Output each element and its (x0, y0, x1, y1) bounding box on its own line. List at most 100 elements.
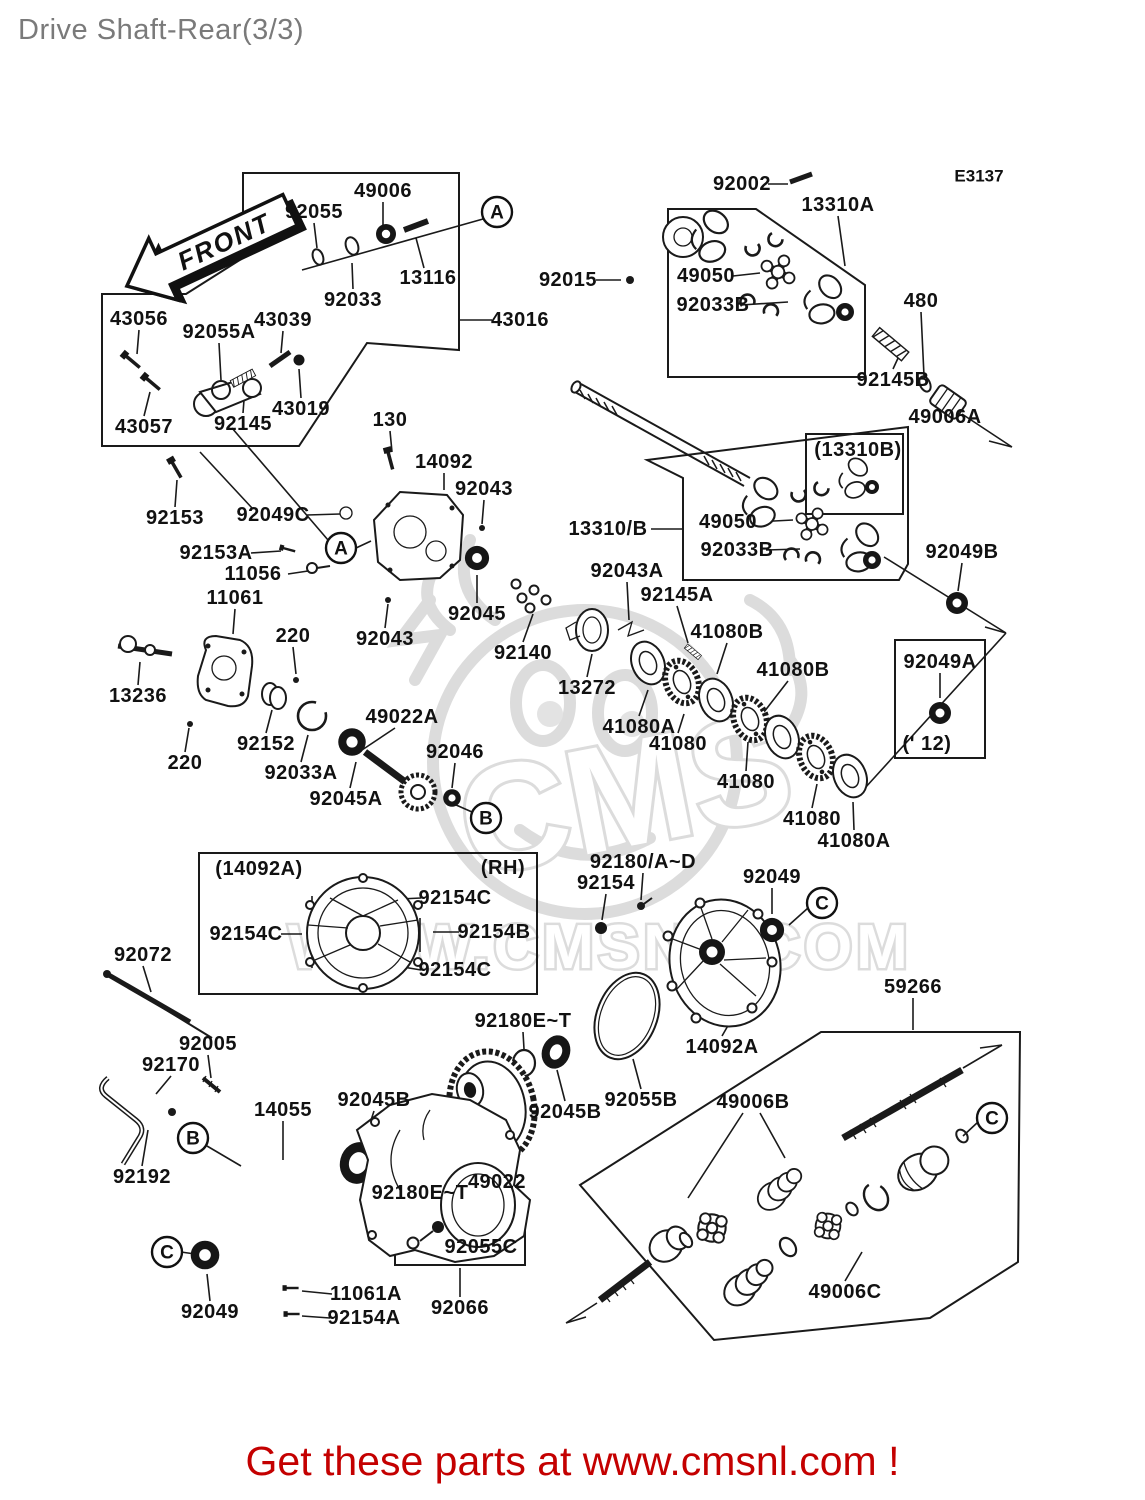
part-label-41080: 41080 (649, 733, 707, 755)
callout-marker-c: C (150, 1235, 184, 1269)
snap-ring-92033a (296, 700, 328, 732)
part-label-92033a: 92033A (264, 762, 337, 784)
part-label-92154c: 92154C (418, 959, 491, 981)
pin-220 (293, 677, 299, 683)
part-label-92066: 92066 (431, 1297, 489, 1319)
part-label-92043: 92043 (356, 628, 414, 650)
part-label-92140: 92140 (494, 642, 552, 664)
part-label-92005: 92005 (179, 1033, 237, 1055)
part-label-220: 220 (276, 625, 311, 647)
callout-marker-c: C (975, 1101, 1009, 1135)
screw-92153a (277, 543, 298, 556)
box-43016-group (101, 172, 460, 447)
part-label-92055a: 92055A (182, 321, 255, 343)
pin-220-b (187, 721, 193, 727)
part-label-13236: 13236 (109, 685, 167, 707)
bushing-92046 (443, 789, 461, 807)
part-number-labels: 49006920551311692033430169200213310A9201… (109, 173, 998, 1329)
rod-92072 (103, 970, 213, 1039)
part-label-92045: 92045 (448, 603, 506, 625)
part-label-41080a: 41080A (602, 716, 675, 738)
front-arrow-icon (124, 192, 300, 303)
part-label-11061: 11061 (206, 587, 263, 609)
box-13310a-group (667, 208, 866, 378)
part-label-92045a: 92045A (309, 788, 382, 810)
seal-92049b (946, 592, 968, 614)
part-label--13310b-: (13310B) (814, 439, 901, 461)
part-label-92045b: 92045B (337, 1089, 410, 1111)
page-title: Drive Shaft-Rear(3/3) (18, 14, 305, 46)
group-outline-boxes (101, 172, 1022, 1342)
box-59266-axle-kit (578, 1031, 1022, 1342)
part-label-92046: 92046 (426, 741, 484, 763)
part-label-92154c: 92154C (209, 923, 282, 945)
part-label-49006: 49006 (354, 180, 412, 202)
part-label-92145: 92145 (214, 413, 272, 435)
svg-text:C: C (985, 1109, 999, 1130)
part-label-43019: 43019 (272, 398, 330, 420)
part-label-92043: 92043 (455, 478, 513, 500)
part-label-43039: 43039 (254, 309, 312, 331)
part-label-13116: 13116 (399, 267, 456, 289)
part-label-49050: 49050 (677, 265, 735, 287)
breather-11056 (306, 562, 331, 574)
part-label-92049: 92049 (743, 866, 801, 888)
leader-lines (136, 183, 1013, 1324)
part-label-92153: 92153 (146, 507, 204, 529)
nut-92154 (595, 922, 607, 934)
box-92049a-variant (894, 639, 986, 759)
part-label-43057: 43057 (115, 416, 173, 438)
part-label-13310-b: 13310/B (568, 518, 647, 540)
gasket-92055b (593, 971, 661, 1061)
part-label-92045b: 92045B (528, 1101, 601, 1123)
box-14092a-cover (198, 852, 538, 995)
seal-92045b-upper (541, 1035, 571, 1069)
box-13310b-group (643, 425, 909, 581)
part-label-92033b: 92033B (700, 539, 773, 561)
part-label-92145a: 92145A (640, 584, 713, 606)
part-label-49022: 49022 (468, 1171, 526, 1193)
part-label-92002: 92002 (713, 173, 771, 195)
part-label-92055b: 92055B (604, 1089, 677, 1111)
footer-cta-link[interactable]: Get these parts at www.cmsnl.com ! (245, 1438, 900, 1484)
part-label-49022a: 49022A (365, 706, 438, 728)
part-label--12-: (' 12) (903, 733, 952, 755)
bushing-92152 (261, 682, 287, 710)
bolt-92154a (282, 1309, 301, 1319)
part-label-92072: 92072 (114, 944, 172, 966)
svg-text:C: C (815, 894, 829, 915)
part-label-220: 220 (168, 752, 203, 774)
callout-marker-c: C (805, 886, 839, 920)
bolt-92153 (164, 453, 187, 482)
part-label-92145b: 92145B (856, 369, 929, 391)
pin-92180ad (637, 897, 653, 910)
svg-text:B: B (186, 1129, 200, 1150)
seal-92049a (929, 702, 951, 724)
part-label-14092a: 14092A (685, 1036, 758, 1058)
axle-kit-59266 (597, 1066, 969, 1313)
final-gear-cover-14092a (662, 897, 782, 1028)
shift-shaft-13236 (117, 635, 173, 657)
nipple-92015 (626, 276, 634, 284)
part-label-49006a: 49006A (908, 406, 981, 428)
callout-marker-a: A (480, 195, 514, 229)
part-label-13310a: 13310A (801, 194, 874, 216)
part-label-92170: 92170 (142, 1054, 200, 1076)
part-label-13272: 13272 (558, 677, 616, 699)
cam-13272 (565, 608, 609, 652)
part-label-43016: 43016 (491, 309, 549, 331)
seal-92049 (759, 917, 785, 943)
svg-text:A: A (490, 203, 504, 224)
part-label-43056: 43056 (110, 308, 168, 330)
part-label-49006c: 49006C (808, 1281, 881, 1303)
part-label-41080: 41080 (717, 771, 775, 793)
part-label-92033b: 92033B (676, 294, 749, 316)
part-label-92154a: 92154A (327, 1307, 400, 1329)
diagram-code: E3137 (954, 167, 1003, 186)
joint-small-parts-row (311, 218, 430, 266)
part-label-92049b: 92049B (925, 541, 998, 563)
bearing-92045 (464, 545, 490, 571)
diff-case-14055 (355, 1092, 532, 1264)
part-label-92055: 92055 (285, 201, 343, 223)
